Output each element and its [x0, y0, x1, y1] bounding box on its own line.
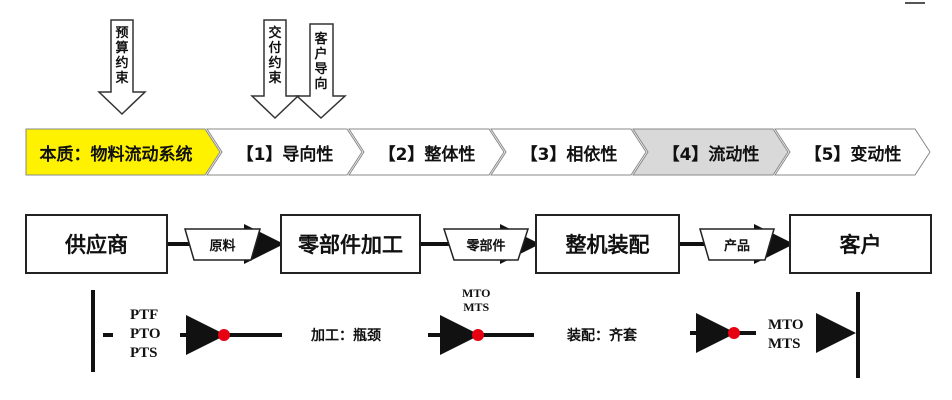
- chevron-shape-4: [632, 128, 789, 176]
- chevron-label-integrity: 【2】整体性: [378, 144, 476, 165]
- decoupling-point-3: [728, 327, 740, 339]
- constraint-arrow-delivery: [250, 19, 300, 120]
- strategy-start-list: PTF PTO PTS: [130, 306, 161, 363]
- node-assembly: 整机装配: [535, 214, 680, 274]
- constraint-arrow-budget: [97, 19, 147, 116]
- strategy-end-list: MTO MTS: [768, 316, 804, 354]
- material-trap-1: [442, 228, 530, 261]
- strategy-end-line: MTS: [768, 336, 801, 352]
- node-parts-processing: 零部件加工: [280, 214, 421, 274]
- chevron-label-variability: 【5】变动性: [804, 144, 902, 165]
- constraint-label-customer: 客户导向: [314, 32, 328, 92]
- decoupling-point-2: [472, 329, 484, 341]
- decoupling-point-1: [218, 329, 230, 341]
- strategy-mid-line: MTS: [463, 300, 490, 314]
- constraint-arrow-customer: [295, 23, 347, 120]
- material-trap-2: [699, 228, 775, 261]
- strategy-start-line: PTO: [130, 326, 161, 342]
- constraint-label-budget: 预算约束: [115, 26, 129, 86]
- strategy-end-line: MTO: [768, 317, 804, 333]
- node-customer: 客户: [789, 214, 932, 274]
- chevron-label-orientation: 【1】导向性: [236, 144, 334, 165]
- chevron-shape-1: [206, 128, 363, 176]
- segment-label-processing: 加工：瓶颈: [311, 328, 381, 344]
- chevron-label-essence: 本质：物料流动系统: [39, 144, 193, 165]
- chevron-shape-0: [25, 128, 221, 176]
- strategy-start-line: PTF: [130, 307, 159, 323]
- chevron-label-dependency: 【3】相依性: [520, 144, 618, 165]
- constraint-label-delivery: 交付约束: [268, 26, 282, 86]
- material-label-product: 产品: [723, 239, 750, 254]
- material-trap-0: [184, 228, 261, 261]
- material-label-parts: 零部件: [466, 239, 506, 254]
- segment-label-assembly: 装配：齐套: [567, 328, 637, 344]
- material-label-raw: 原料: [209, 239, 236, 254]
- node-supplier: 供应商: [25, 214, 168, 274]
- chevron-shape-3: [490, 128, 647, 176]
- strategy-start-line: PTS: [130, 345, 158, 361]
- chevron-shape-5: [774, 128, 931, 176]
- chevron-shape-2: [348, 128, 505, 176]
- strategy-mid-list: MTO MTS: [462, 286, 490, 314]
- chevron-label-flow: 【4】流动性: [662, 144, 760, 165]
- strategy-mid-line: MTO: [462, 286, 491, 300]
